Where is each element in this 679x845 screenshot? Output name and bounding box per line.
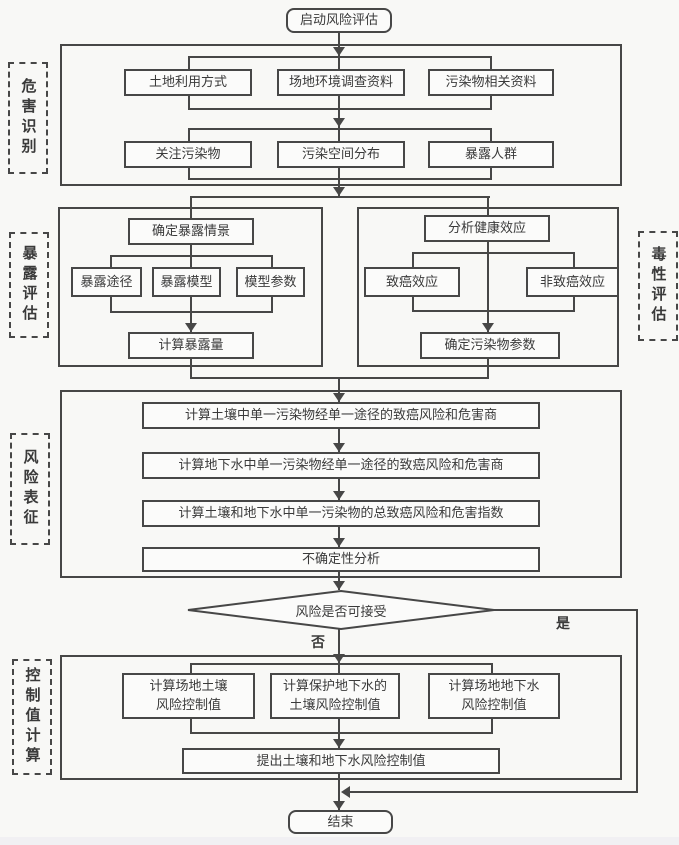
toxicity-assessment-label: 毒性评估 <box>638 231 678 341</box>
end-node: 结束 <box>288 810 393 834</box>
node-calculate-exposure: 计算暴露量 <box>128 332 254 359</box>
decision-risk-acceptable: 风险是否可接受 <box>186 589 496 631</box>
hazard-identification-section <box>60 44 622 186</box>
node-model-parameters: 模型参数 <box>236 267 305 297</box>
arrowhead-down <box>185 323 197 332</box>
node-land-use: 土地利用方式 <box>124 69 252 96</box>
footer-band <box>0 837 679 845</box>
arrowhead-down <box>333 443 345 452</box>
arrowhead-down <box>333 538 345 547</box>
arrowhead-left <box>341 786 350 798</box>
node-risk-step-total: 计算土壤和地下水中单一污染物的总致癌风险和危害指数 <box>142 500 540 527</box>
arrowhead-down <box>333 654 345 663</box>
hazard-identification-label: 危害识别 <box>8 62 48 174</box>
arrowhead-down <box>333 187 345 196</box>
decision-diamond-shape <box>187 589 495 631</box>
connector-line <box>338 377 340 590</box>
node-carcinogenic-effect: 致癌效应 <box>364 267 460 297</box>
arrowhead-down <box>482 323 494 332</box>
node-exposed-population: 暴露人群 <box>428 141 554 168</box>
arrowhead-down <box>333 118 345 127</box>
arrowhead-down <box>333 801 345 810</box>
node-line: 计算保护地下水的 <box>282 678 387 694</box>
node-groundwater-protection-control-value: 计算保护地下水的 土壤风险控制值 <box>270 673 400 719</box>
arrowhead-down <box>333 739 345 748</box>
connector-line <box>190 198 192 218</box>
node-contaminants-of-concern: 关注污染物 <box>124 141 252 168</box>
connector-line <box>494 609 638 611</box>
node-pollutant-related-data: 污染物相关资料 <box>428 69 554 96</box>
node-pollution-spatial-distribution: 污染空间分布 <box>277 141 405 168</box>
node-site-groundwater-control-value: 计算场地地下水 风险控制值 <box>428 673 560 719</box>
node-line: 计算场地地下水 <box>448 678 540 694</box>
branch-yes-label: 是 <box>556 617 570 632</box>
node-line: 计算场地土壤 <box>149 678 228 694</box>
node-site-survey-data: 场地环境调查资料 <box>277 69 405 96</box>
node-risk-step-soil: 计算土壤中单一污染物经单一途径的致癌风险和危害商 <box>142 402 540 429</box>
connector-line <box>636 609 638 793</box>
arrowhead-down <box>333 393 345 402</box>
arrowhead-down <box>333 581 345 590</box>
decision-label: 风险是否可接受 <box>295 603 387 619</box>
node-risk-step-groundwater: 计算地下水中单一污染物经单一途径的致癌风险和危害商 <box>142 452 540 479</box>
connector-line <box>190 196 490 198</box>
node-exposure-model: 暴露模型 <box>152 267 221 297</box>
node-define-exposure-scenario: 确定暴露情景 <box>128 218 254 245</box>
node-non-carcinogenic-effect: 非致癌效应 <box>526 267 619 297</box>
node-line: 土壤风险控制值 <box>289 697 381 712</box>
connector-line <box>487 198 489 215</box>
risk-characterization-section <box>60 390 622 578</box>
exposure-assessment-label: 暴露评估 <box>9 232 49 338</box>
node-exposure-pathway: 暴露途径 <box>71 267 142 297</box>
connector-line <box>347 791 638 793</box>
node-uncertainty-analysis: 不确定性分析 <box>142 547 540 572</box>
node-propose-control-values: 提出土壤和地下水风险控制值 <box>182 748 500 774</box>
connector-line <box>338 33 340 198</box>
arrowhead-down <box>333 491 345 500</box>
connector-line <box>487 242 489 332</box>
node-line: 风险控制值 <box>461 697 527 712</box>
connector-line <box>338 774 340 810</box>
node-analyze-health-effects: 分析健康效应 <box>424 215 550 242</box>
control-value-label: 控制值计算 <box>12 659 52 775</box>
arrowhead-down <box>333 47 345 56</box>
node-soil-control-value: 计算场地土壤 风险控制值 <box>122 673 255 719</box>
start-node: 启动风险评估 <box>286 8 392 33</box>
node-determine-pollutant-parameters: 确定污染物参数 <box>420 332 560 359</box>
connector-line <box>487 359 489 379</box>
branch-no-label: 否 <box>311 636 325 651</box>
risk-characterization-label: 风险表征 <box>10 433 50 545</box>
node-line: 风险控制值 <box>155 697 221 712</box>
connector-line <box>190 359 192 379</box>
